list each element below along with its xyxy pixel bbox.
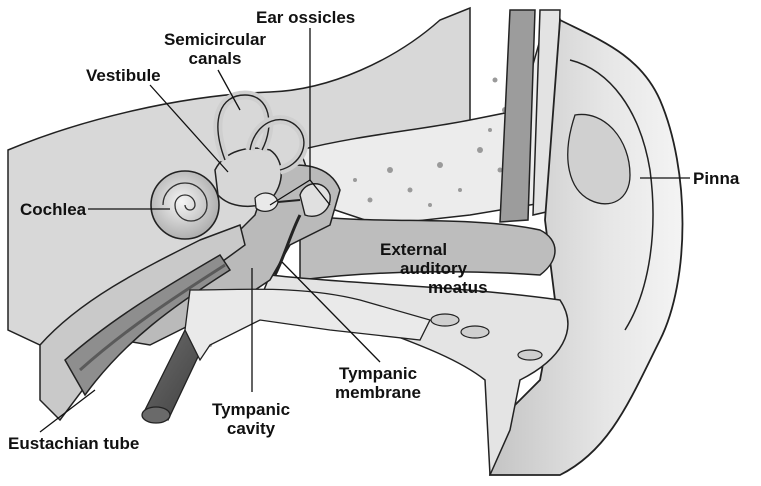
label-tympanic-membrane-line2: membrane <box>318 383 438 402</box>
label-eustachian-tube: Eustachian tube <box>8 434 139 453</box>
label-external-auditory-meatus: External auditory meatus <box>370 240 550 297</box>
label-tympanic-cavity-line2: cavity <box>196 419 306 438</box>
vessel-end <box>142 407 170 423</box>
label-pinna: Pinna <box>693 169 739 188</box>
label-external-line3: meatus <box>370 278 550 297</box>
label-semicircular-line1: Semicircular <box>150 30 280 49</box>
label-semicircular-line2: canals <box>150 49 280 68</box>
label-external-line2: auditory <box>370 259 550 278</box>
label-tympanic-cavity: Tympanic cavity <box>196 400 306 438</box>
cochlea-shape <box>151 171 219 239</box>
label-ear-ossicles: Ear ossicles <box>256 8 355 27</box>
label-tympanic-membrane: Tympanic membrane <box>318 364 438 402</box>
label-semicircular-canals: Semicircular canals <box>150 30 280 68</box>
label-vestibule: Vestibule <box>86 66 161 85</box>
label-cochlea: Cochlea <box>20 200 86 219</box>
label-tympanic-cavity-line1: Tympanic <box>196 400 306 419</box>
label-tympanic-membrane-line1: Tympanic <box>318 364 438 383</box>
label-external-line1: External <box>370 240 550 259</box>
